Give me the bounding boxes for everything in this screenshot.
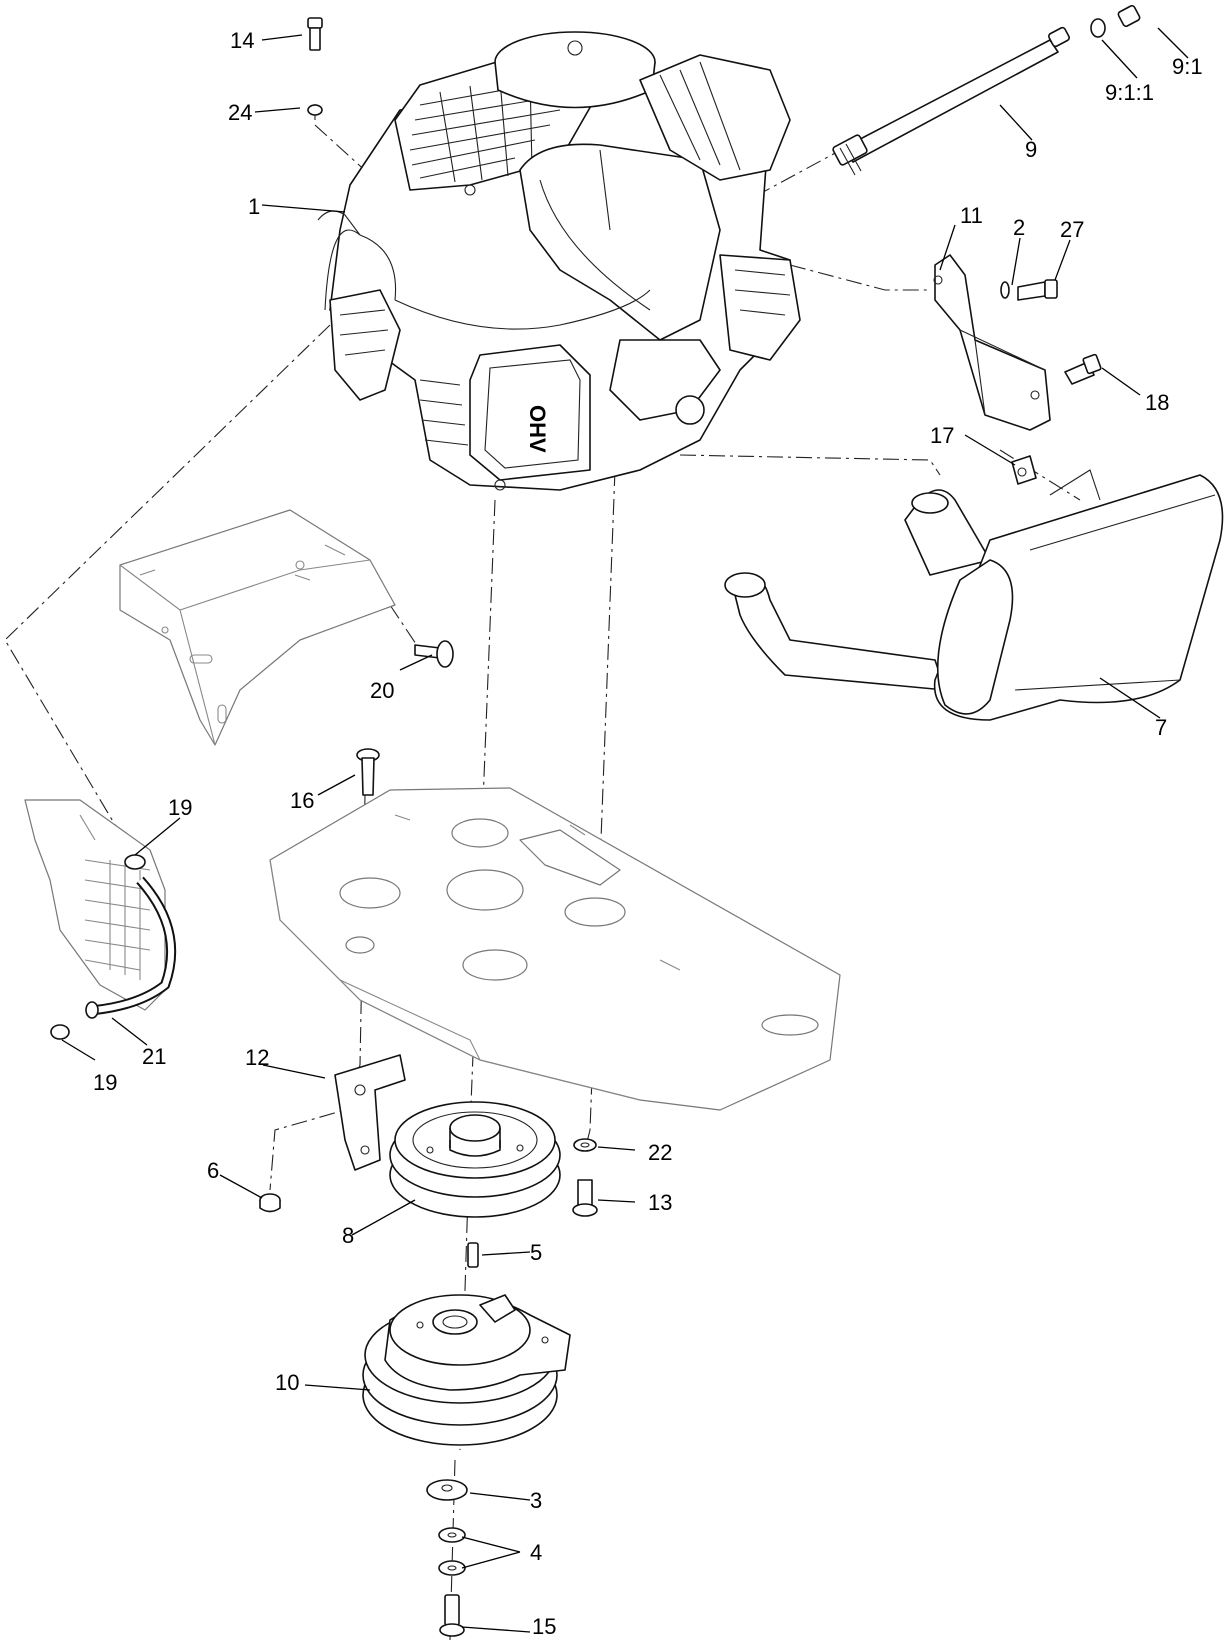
part-16-pin — [356, 748, 380, 796]
part-10-clutch — [362, 1294, 571, 1446]
callout-9-1: 9:1 — [1172, 54, 1203, 79]
callout-labels: 14 24 1 9:1 9:1:1 9 11 2 27 18 17 20 7 1… — [93, 28, 1203, 1639]
rear-shield — [119, 509, 396, 746]
callout-24: 24 — [228, 100, 252, 125]
part-8-pulley — [389, 1101, 561, 1218]
callout-19-lower: 19 — [93, 1070, 117, 1095]
callout-17: 17 — [930, 423, 954, 448]
callout-20: 20 — [370, 678, 394, 703]
part-3-spacer — [426, 1479, 468, 1501]
part-27-bolt — [1017, 279, 1058, 301]
callout-6: 6 — [207, 1158, 219, 1183]
part-7-muffler — [724, 469, 1224, 721]
callout-7: 7 — [1155, 715, 1167, 740]
callout-22: 22 — [648, 1140, 672, 1165]
part-14-bolt — [307, 17, 323, 51]
callout-2: 2 — [1013, 215, 1025, 240]
part-2-washer — [1000, 281, 1010, 299]
part-21-hose — [85, 876, 177, 1019]
engine-deck-plate — [269, 787, 841, 1111]
part-17-nut — [1011, 455, 1037, 485]
engine-assembly: OHV — [317, 31, 801, 491]
callout-8: 8 — [342, 1223, 354, 1248]
callout-14: 14 — [230, 28, 254, 53]
part-15-bolt — [439, 1594, 465, 1637]
part-6-nut — [259, 1193, 281, 1213]
callout-9: 9 — [1025, 137, 1037, 162]
callout-18: 18 — [1145, 390, 1169, 415]
part-5-key — [467, 1242, 479, 1268]
callout-11: 11 — [960, 203, 983, 228]
side-grille-shield — [24, 799, 166, 1011]
part-11-bracket — [933, 254, 1051, 431]
part-9-tube — [832, 4, 1141, 176]
part-19-clamp-upper — [124, 854, 146, 870]
callout-19-upper: 19 — [168, 795, 192, 820]
callout-15: 15 — [532, 1614, 556, 1639]
part-22-washer — [573, 1138, 597, 1152]
callout-5: 5 — [530, 1240, 542, 1265]
engine-ohv-badge: OHV — [525, 405, 550, 453]
callout-1: 1 — [248, 194, 260, 219]
part-19-clamp-lower — [50, 1024, 70, 1040]
part-4-washers — [438, 1527, 466, 1576]
callout-leader-lines — [61, 27, 1189, 1633]
callout-13: 13 — [648, 1190, 672, 1215]
callout-4: 4 — [530, 1540, 542, 1565]
part-12-bracket — [334, 1054, 406, 1171]
callout-16: 16 — [290, 788, 314, 813]
part-13-bolt — [572, 1179, 598, 1217]
part-24-washer — [307, 104, 323, 116]
part-18-bolt — [1064, 353, 1102, 385]
callout-10: 10 — [275, 1370, 299, 1395]
callout-21: 21 — [142, 1044, 166, 1069]
callout-3: 3 — [530, 1488, 542, 1513]
callout-27: 27 — [1060, 217, 1084, 242]
callout-12: 12 — [245, 1045, 269, 1070]
part-20-grommet — [414, 640, 454, 668]
callout-9-1-1: 9:1:1 — [1105, 80, 1154, 105]
